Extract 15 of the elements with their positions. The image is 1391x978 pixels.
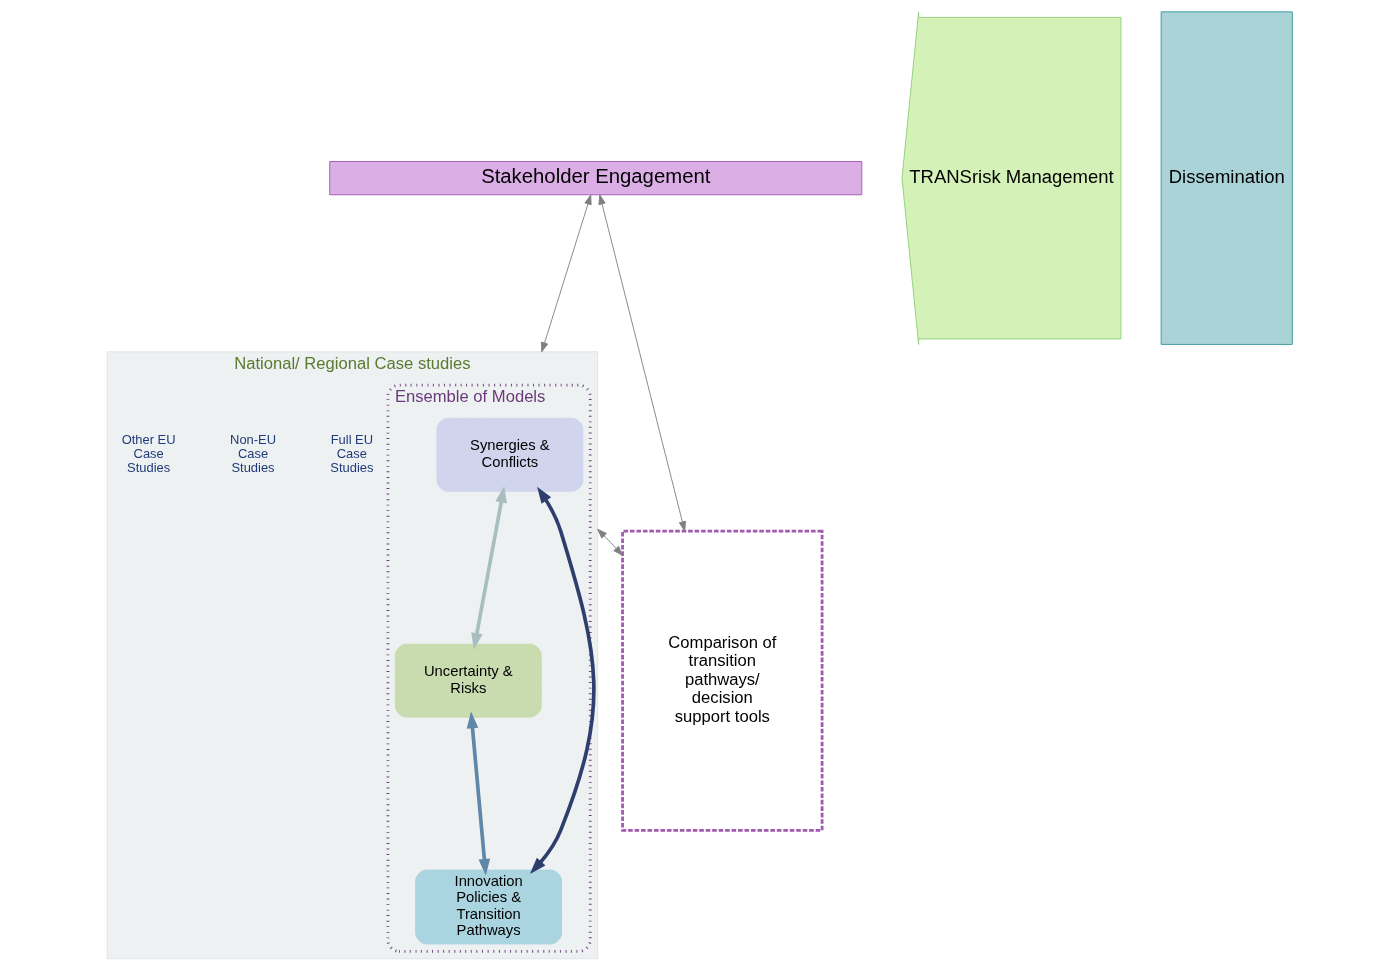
node-box: Synergies & Conflicts	[435, 417, 583, 492]
node-text: Full EU Case Studies	[329, 432, 373, 476]
arrow	[540, 194, 592, 353]
arrow	[597, 194, 686, 532]
arrow	[470, 485, 507, 650]
node-box: Stakeholder Engagement	[328, 161, 862, 196]
node-box: Dissemination	[1160, 11, 1293, 345]
node-box: Innovation Policies & Transition Pathways	[414, 869, 562, 945]
node-text: Non-EU Case Studies	[229, 432, 276, 476]
arrow	[596, 528, 623, 556]
node-text: Other EU Case Studies	[121, 432, 176, 476]
arrow	[466, 711, 490, 876]
node-box: Uncertainty & Risks	[394, 643, 542, 718]
node-box: Comparison of transition pathways/ decision support tools	[620, 529, 823, 832]
arrow	[529, 486, 596, 874]
